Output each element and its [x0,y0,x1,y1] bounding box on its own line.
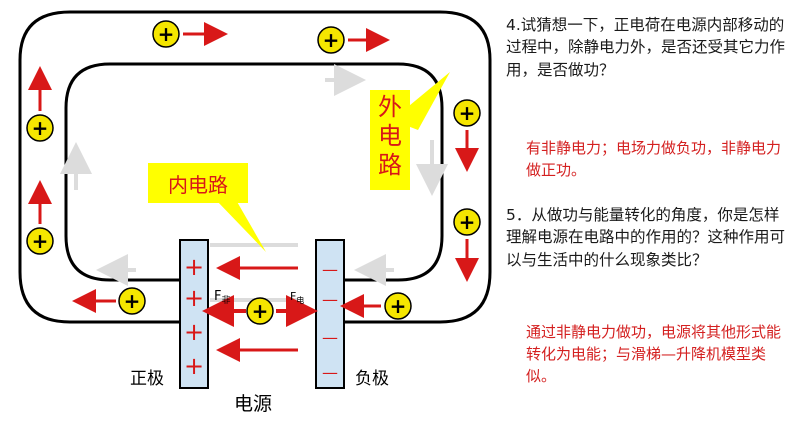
plus-sign: + [184,352,204,380]
minus-sign: — [322,363,338,382]
outer-wire [18,10,492,324]
plate-minus-signs: — — — — [322,260,338,382]
charge-sign: + [390,294,407,318]
charge-sign: + [323,28,340,52]
charges: + + + + + + + + + [26,20,481,325]
inner-circuit-callout [148,163,248,203]
force-nonelectrostatic-label: F非 [214,289,231,306]
charge-sign: + [459,101,476,125]
inner-callout-pointer [216,200,266,252]
plus-sign: + [184,253,204,281]
outer-circuit-label: 外电路 [378,93,402,179]
source-label: 电源 [234,393,272,415]
inner-circuit-label: 内电路 [168,173,228,197]
inner-wire [64,62,444,282]
positive-charge [317,26,345,54]
positive-charge [384,292,412,320]
charge-sign: + [32,229,49,253]
charge-sign: + [158,22,175,46]
plus-sign: + [184,318,204,346]
positive-charge [246,297,274,325]
outer-circuit-callout [370,90,410,190]
force-electric-label: F电 [290,290,304,305]
positive-charge [453,208,481,236]
plus-sign: + [184,284,204,312]
charge-sign: + [32,116,49,140]
negative-terminal-label: 负极 [355,369,389,389]
positive-terminal-label: 正极 [130,369,164,389]
positive-charge [152,20,180,48]
minus-sign: — [322,290,338,309]
positive-charge [118,287,146,315]
question-5: 5．从做功与能量转化的角度，你是怎样理解电源在电路中的作用的？这种作用可以与生活… [506,206,786,269]
question-4: 4.试猜想一下，正电荷在电源内部移动的过程中，除静电力外，是否还受其它力作用，是… [506,16,786,79]
positive-charge [26,227,54,255]
positive-charge [453,99,481,127]
field-arrows [216,256,298,362]
answer-5: 通过非静电力做功，电源将其他形式能转化为电能；与滑梯—升降机模型类似。 [526,323,782,385]
minus-sign: — [322,260,338,279]
answer-4: 有非静电力；电场力做负功，非静电力做正功。 [526,139,782,179]
positive-charge [26,114,54,142]
plate-plus-signs: + + + + [184,253,204,380]
charge-sign: + [252,299,269,323]
charge-sign: + [124,289,141,313]
charge-sign: + [459,210,476,234]
minus-sign: — [322,328,338,347]
